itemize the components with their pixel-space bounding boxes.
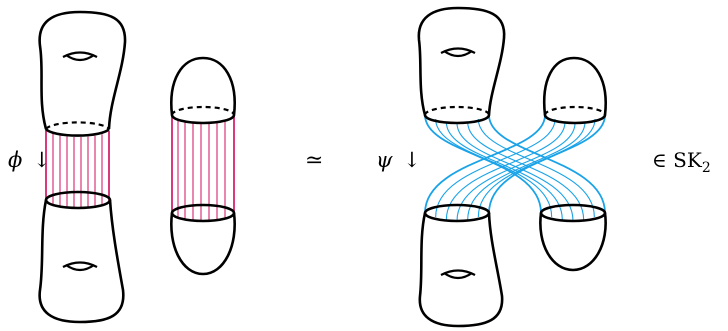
- left-bottom-cap: [170, 212, 236, 276]
- left-bottom-handle-icon: [62, 261, 98, 272]
- right-bottom-cap: [539, 212, 607, 272]
- left-cap-top-boundary-circle: [170, 105, 236, 125]
- left-top-torus: [38, 10, 127, 130]
- right-picture: ψ ↓: [376, 6, 607, 328]
- phi-symbol: ϕ: [8, 148, 22, 172]
- phi-arrow-icon: ↓: [33, 148, 51, 172]
- left-top-handle-icon: [62, 51, 98, 62]
- right-fiber-line: [477, 118, 595, 218]
- membership-subscript: 2: [702, 160, 711, 176]
- svg-text:ϕ ↓: ϕ ↓: [8, 148, 51, 172]
- right-fiber-line: [467, 121, 586, 220]
- psi-symbol: ψ: [376, 148, 393, 172]
- left-bottom-torus: [38, 199, 125, 324]
- right-top-handle-icon: [440, 47, 476, 58]
- right-bottom-torus: [418, 212, 504, 328]
- right-fiber-line: [435, 118, 556, 218]
- svg-text:ψ ↓: ψ ↓: [376, 148, 421, 172]
- right-cap-top-boundary-circle: [543, 105, 607, 125]
- right-top-boundary-circle: [423, 105, 491, 125]
- psi-arrow-icon: ↓: [403, 148, 421, 172]
- left-top-cap: [170, 56, 236, 116]
- right-fiber-line: [477, 118, 596, 218]
- right-bottom-handle-icon: [440, 269, 476, 280]
- homotopy-symbol: ≃: [305, 148, 323, 173]
- right-fiber-line: [456, 122, 576, 222]
- right-fiber-lines: [424, 114, 606, 222]
- left-bottom-boundary-circle: [44, 190, 112, 210]
- right-fiber-line: [424, 114, 546, 214]
- right-fiber-line: [488, 114, 606, 214]
- svg-text:∈ SK2: ∈ SK2: [652, 148, 711, 176]
- right-top-torus: [417, 6, 506, 116]
- right-fiber-line: [435, 118, 553, 218]
- left-top-boundary-circle: [44, 121, 111, 137]
- right-top-cap: [542, 56, 607, 116]
- right-fiber-line: [445, 121, 566, 220]
- left-picture: ϕ ↓: [8, 10, 236, 324]
- membership-label: ∈ SK: [652, 148, 703, 172]
